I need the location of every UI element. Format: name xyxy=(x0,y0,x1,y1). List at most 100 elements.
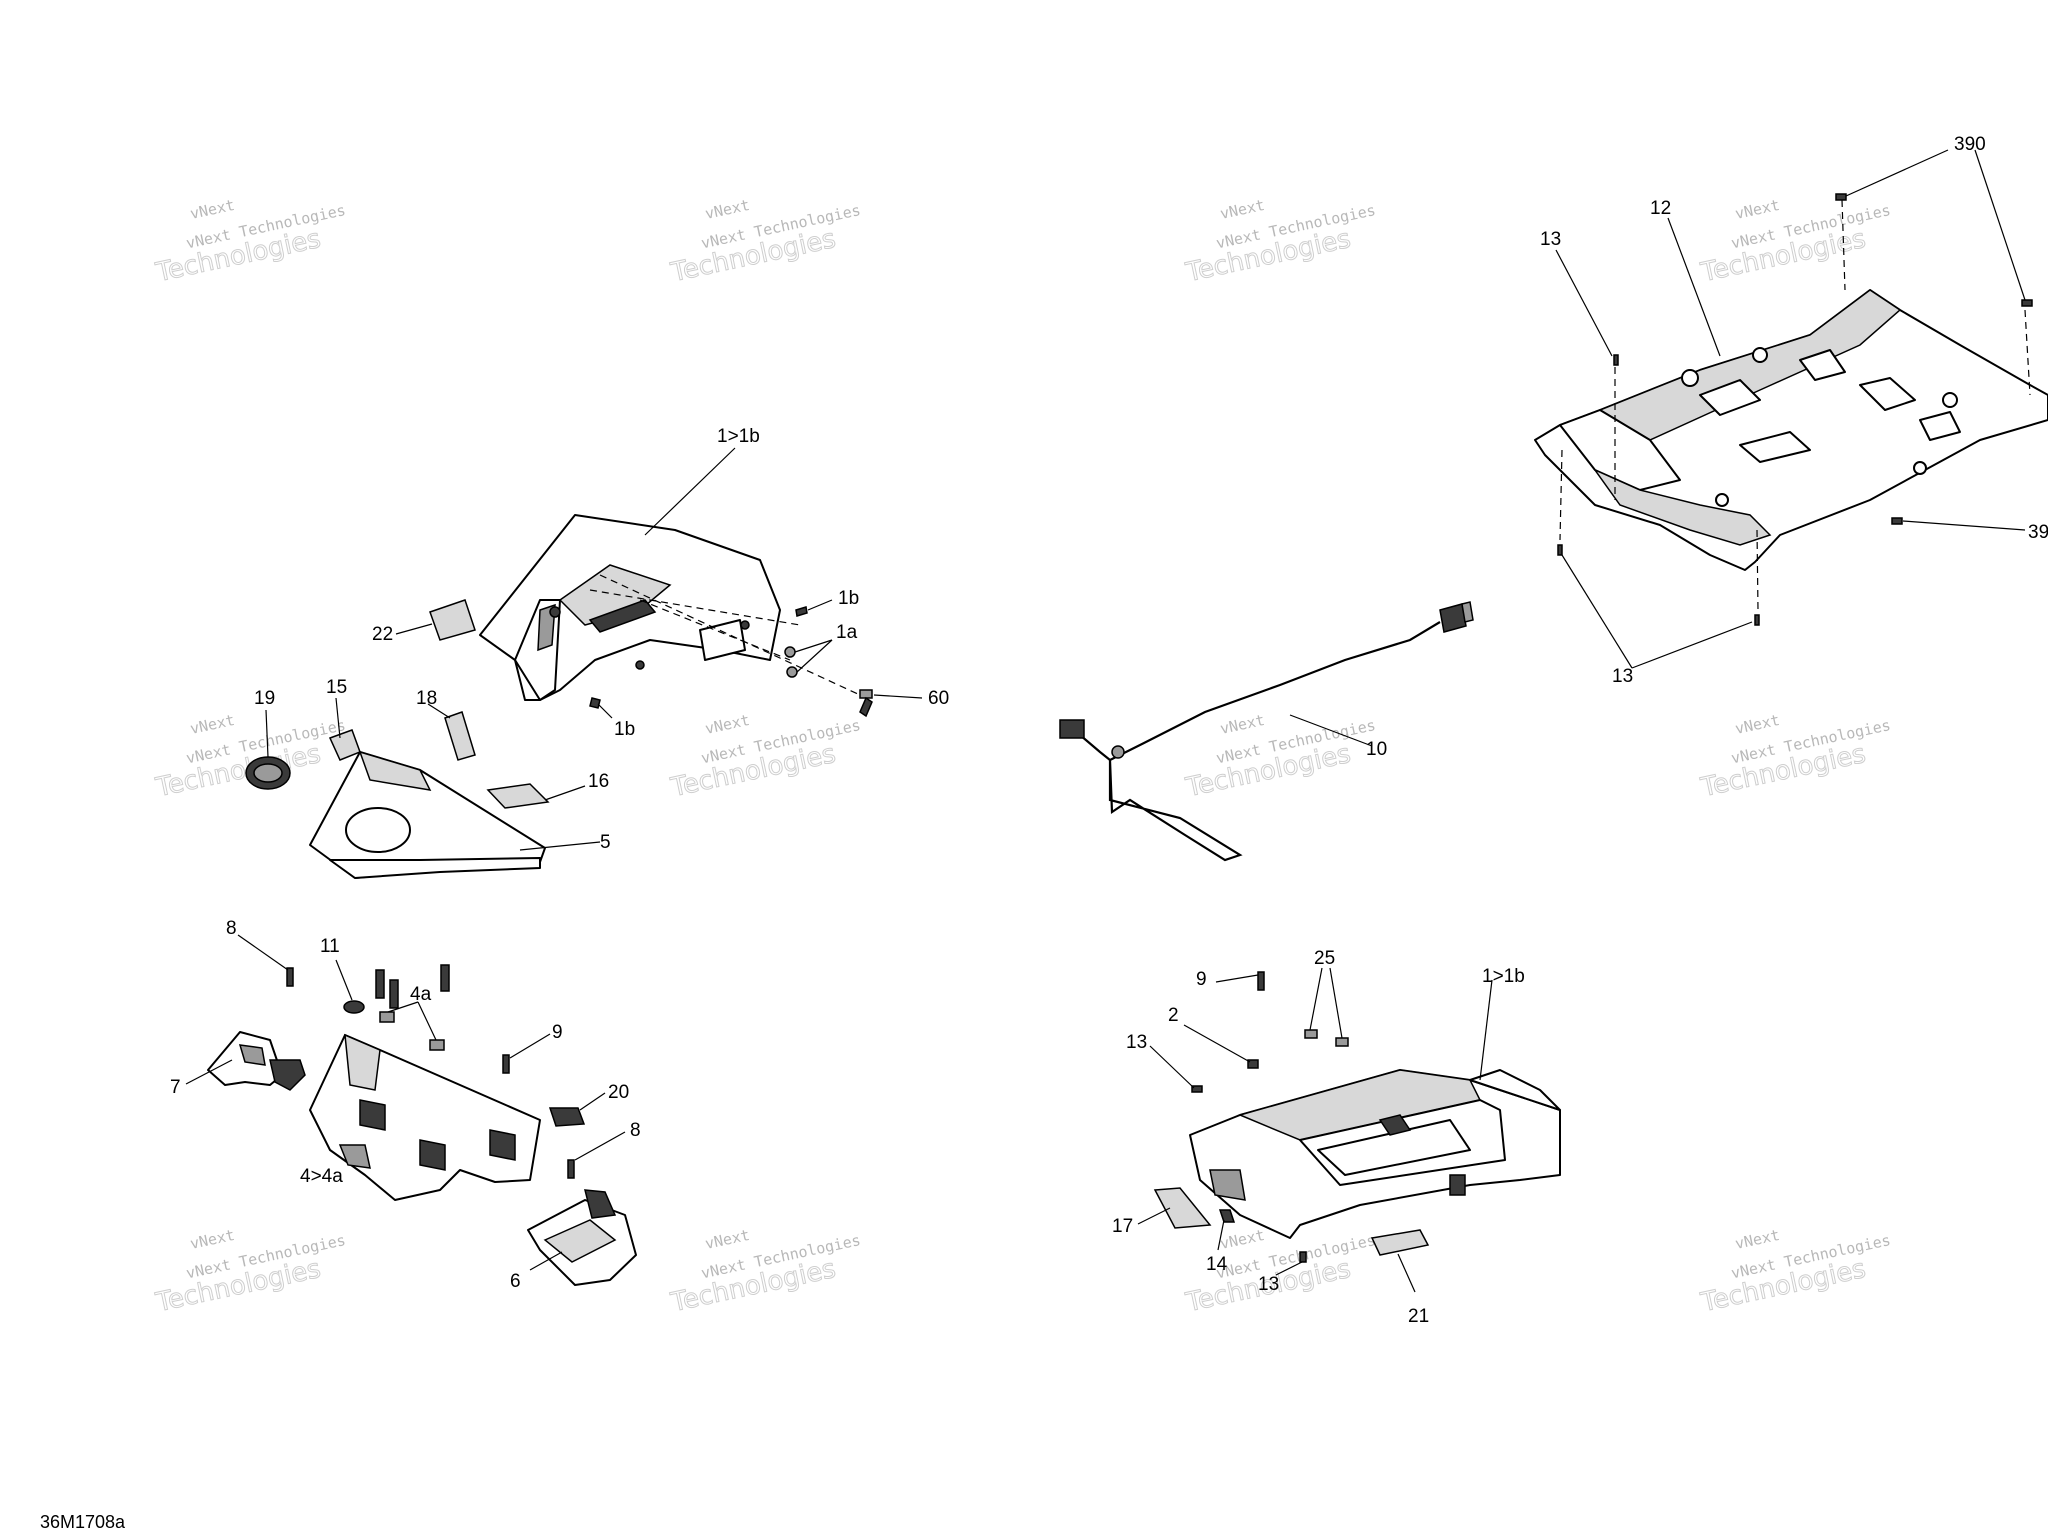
watermark-line-a: vNext xyxy=(188,711,236,738)
light-frame-4 xyxy=(309,1033,541,1201)
screw-8-bottom xyxy=(567,1159,575,1179)
callout-5: 5 xyxy=(600,832,611,853)
cover-part-5 xyxy=(309,750,546,879)
callout-39: 39 xyxy=(2028,522,2048,543)
screw-13-mid xyxy=(1191,1085,1203,1093)
decal-16 xyxy=(486,783,550,809)
skid-plate-12 xyxy=(1534,199,2048,611)
bolt-c xyxy=(440,964,450,992)
callout-13: 13 xyxy=(1612,666,1633,687)
connector-left xyxy=(1059,719,1125,759)
tray-part xyxy=(1189,1069,1561,1239)
watermark: vNext vNext Technologies Technologies xyxy=(152,1226,347,1319)
bolt-b xyxy=(389,979,399,1009)
bracket-part xyxy=(479,514,861,701)
callout-4a: 4a xyxy=(410,984,432,1005)
callout-8: 8 xyxy=(226,918,237,939)
callout-19: 19 xyxy=(254,688,275,709)
callout-1-1b: 1>1b xyxy=(1482,966,1525,987)
callout-390: 390 xyxy=(1954,134,1986,155)
decal-22 xyxy=(429,599,476,641)
part-19 xyxy=(245,756,291,790)
screw-390-b xyxy=(2021,299,2033,307)
screw-9-right xyxy=(1257,971,1265,991)
screw-39 xyxy=(1891,517,1903,525)
connector-right xyxy=(1439,601,1474,633)
fastener-1a-a xyxy=(784,646,796,658)
callout-21: 21 xyxy=(1408,1306,1429,1327)
callout-17: 17 xyxy=(1112,1216,1133,1237)
clip-25-b xyxy=(1335,1037,1349,1047)
callout-1b: 1b xyxy=(838,588,859,609)
watermark: vNext vNext Technologies Technologies xyxy=(152,711,347,804)
bracket-20 xyxy=(548,1107,586,1127)
callout-1a: 1a xyxy=(836,622,858,643)
watermark-line-a: vNext xyxy=(703,711,751,738)
lower-tray-assembly xyxy=(1153,971,1561,1263)
watermark-line-a: vNext xyxy=(1733,711,1781,738)
decal-21 xyxy=(1370,1229,1430,1256)
figure-code: 36M1708a xyxy=(40,1512,126,1532)
bolt-a xyxy=(375,969,385,999)
screw-13-c xyxy=(1754,614,1760,626)
callout-10: 10 xyxy=(1366,739,1387,760)
upper-left-assembly xyxy=(245,514,873,879)
watermark: vNext vNext Technologies Technologies xyxy=(1697,1226,1892,1319)
light-housing-6 xyxy=(527,1189,637,1286)
callout-13: 13 xyxy=(1258,1274,1279,1295)
part-14 xyxy=(1218,1209,1236,1223)
callout-20: 20 xyxy=(608,1082,629,1103)
callout-1b: 1b xyxy=(614,719,635,740)
watermark: vNext vNext Technologies Technologies xyxy=(1697,196,1892,289)
watermark: vNext vNext Technologies Technologies xyxy=(1182,196,1377,289)
lower-left-assembly xyxy=(207,964,637,1286)
watermark: vNext vNext Technologies Technologies xyxy=(1182,711,1377,804)
light-housing-7 xyxy=(207,1031,306,1091)
fastener-1b-top xyxy=(795,606,808,617)
callout-16: 16 xyxy=(588,771,609,792)
watermark-line-a: vNext xyxy=(1218,196,1266,223)
watermark-line-a: vNext xyxy=(703,196,751,223)
callout-15: 15 xyxy=(326,677,347,698)
screw-13-low xyxy=(1299,1251,1307,1263)
watermark: vNext vNext Technologies Technologies xyxy=(152,196,347,289)
fastener-1a-b xyxy=(786,666,798,678)
clip-4a-b xyxy=(429,1039,445,1051)
screw-13-a xyxy=(1613,354,1619,366)
callout-18: 18 xyxy=(416,688,437,709)
grommet-11 xyxy=(343,1000,365,1014)
watermark: vNext vNext Technologies Technologies xyxy=(667,1226,862,1319)
callout-9: 9 xyxy=(1196,969,1207,990)
watermark-line-a: vNext xyxy=(703,1226,751,1253)
callout-9: 9 xyxy=(552,1022,563,1043)
wiring-harness-10 xyxy=(1059,601,1474,862)
watermark: vNext vNext Technologies Technologies xyxy=(667,711,862,804)
callout-13: 13 xyxy=(1126,1032,1147,1053)
callout-22: 22 xyxy=(372,624,393,645)
callout-12: 12 xyxy=(1650,198,1671,219)
callout-60: 60 xyxy=(928,688,949,709)
callout-13: 13 xyxy=(1540,229,1561,250)
clip-25-a xyxy=(1304,1029,1318,1039)
callout-1-1b: 1>1b xyxy=(717,426,760,447)
callout-7: 7 xyxy=(170,1077,181,1098)
leader-lines xyxy=(185,149,2026,1293)
watermark: vNext vNext Technologies Technologies xyxy=(667,196,862,289)
callout-4-4a: 4>4a xyxy=(300,1166,343,1187)
watermark-line-a: vNext xyxy=(188,196,236,223)
callout-6: 6 xyxy=(510,1271,521,1292)
decal-18 xyxy=(444,711,476,761)
screw-9-left xyxy=(502,1054,510,1074)
fasteners-13-390 xyxy=(1557,193,2033,626)
callout-14: 14 xyxy=(1206,1254,1228,1275)
callout-labels: 1>1b 1b 1a 1b 60 22 19 15 18 16 5 10 390… xyxy=(170,134,2048,1327)
fastener-1b-bottom xyxy=(589,697,601,709)
part-2 xyxy=(1247,1059,1259,1069)
watermark-line-a: vNext xyxy=(1733,1226,1781,1253)
watermark-line-a: vNext xyxy=(1218,1226,1266,1253)
screw-390-a xyxy=(1835,193,1847,201)
decal-17 xyxy=(1153,1187,1212,1229)
watermark-line-a: vNext xyxy=(1733,196,1781,223)
watermark-line-a: vNext xyxy=(1218,711,1266,738)
